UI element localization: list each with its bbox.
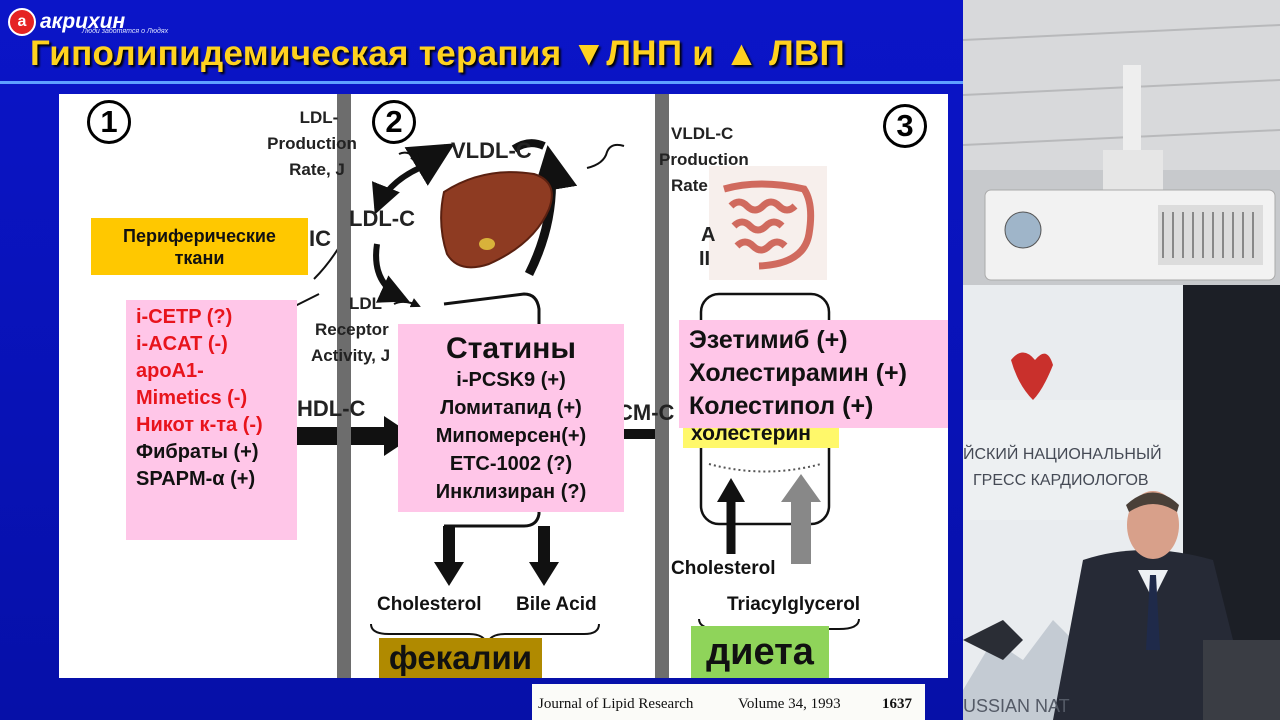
drug-lomitapide: Ломитапид (+) — [440, 397, 582, 419]
ldl-production-line-1: LDL- — [299, 108, 339, 127]
section-number-2: 2 — [372, 100, 416, 144]
conference-room-image — [963, 0, 1280, 720]
citation-page: 1637 — [882, 696, 912, 712]
vldl-label: VLDL-C — [451, 138, 532, 163]
ldl-receptor-line-2: Receptor — [315, 320, 389, 339]
drug-fibrates: Фибраты (+) — [136, 441, 259, 463]
ldl-c-label: LDL-C — [349, 206, 415, 231]
drug-inclisiran: Инклизиран (?) — [435, 481, 587, 503]
liver-illustration — [440, 171, 553, 269]
bile-acid-label: Bile Acid — [516, 594, 597, 615]
presentation-slide: а акрихин Люди заботятся о Людях Гиполип… — [0, 0, 963, 720]
drug-ezetimibe: Эзетимиб (+) — [689, 326, 848, 354]
citation-journal: Journal of Lipid Research — [538, 696, 694, 712]
cholesterol-in-label: Cholesterol — [671, 558, 776, 579]
peripheral-tissues-box: Периферические ткани — [91, 218, 308, 275]
drug-apoa1: apoA1- — [136, 360, 204, 382]
drug-mipomersen: Мипомерсен(+) — [435, 425, 587, 447]
brand-icon: а — [8, 8, 36, 36]
diagram-panel: 1 2 3 LDL- Production Rate, J VLDL-C LDL… — [59, 94, 948, 678]
ii-label: II — [699, 248, 711, 270]
left-drug-list: i-CETP (?) i-ACAT (-) apoA1- Mimetics (-… — [126, 300, 297, 540]
a-label: A — [701, 224, 716, 246]
banner-bottom-text: USSIAN NAT — [963, 696, 1070, 716]
brand-tagline: Люди заботятся о Людях — [82, 28, 169, 35]
brand-name: акрихин — [40, 10, 126, 33]
section-number-1: 1 — [87, 100, 131, 144]
drug-colestipol: Колестипол (+) — [689, 392, 874, 420]
citation-volume: Volume 34, 1993 — [738, 696, 841, 712]
ldl-receptor-line-3: Activity, J — [311, 346, 391, 365]
drug-etc1002: ETC-1002 (?) — [449, 453, 573, 475]
right-drug-list: Эзетимиб (+) Холестирамин (+) Колестипол… — [679, 320, 948, 428]
statins-title: Статины — [446, 332, 576, 365]
ldl-production-line-3: Rate, J — [289, 160, 345, 179]
ldl-production-line-2: Production — [267, 134, 357, 153]
hdl-label: HDL-C — [297, 396, 366, 421]
divider-bar-2 — [655, 94, 669, 678]
ldl-receptor-line-1: LDL — [349, 294, 383, 313]
title-divider — [0, 81, 963, 84]
banner-line-2: ГРЕСС КАРДИОЛОГОВ — [973, 472, 1149, 489]
vldl-production-line-3: Rate — [671, 176, 708, 195]
diet-box: диета — [691, 626, 829, 678]
cm-label: CM-C — [617, 400, 675, 425]
vldl-production-line-1: VLDL-C — [671, 124, 734, 143]
drug-cholestyramine: Холестирамин (+) — [689, 359, 907, 387]
cholesterol-out-label: Cholesterol — [377, 594, 482, 615]
middle-drug-list: Статины i-PCSK9 (+) Ломитапид (+) Мипоме… — [398, 324, 624, 512]
triacylglycerol-label: Triacylglycerol — [727, 594, 861, 615]
section-number-3: 3 — [883, 104, 927, 148]
slide-title: Гиполипидемическая терапия ▼ЛНП и ▲ ЛВП — [30, 34, 845, 73]
speaker-photo: ЙСКИЙ НАЦИОНАЛЬНЫЙ ГРЕСС КАРДИОЛОГОВ USS… — [963, 0, 1280, 720]
peripheral-line-2: ткани — [174, 247, 225, 268]
feces-box: фекалии — [379, 638, 542, 678]
divider-bar-1 — [337, 94, 351, 678]
vldl-production-line-2: Production — [659, 150, 749, 169]
drug-sparm: SPAPM-α (+) — [136, 468, 256, 490]
drug-mimetics: Mimetics (-) — [136, 387, 248, 409]
drug-ipcsk9: i-PCSK9 (+) — [456, 369, 566, 391]
drug-iacat: i-ACAT (-) — [136, 333, 228, 355]
drug-niacin: Никот к-та (-) — [136, 414, 263, 436]
ic-label: IC — [309, 226, 331, 251]
peripheral-line-1: Периферические — [123, 225, 276, 246]
citation-strip: Journal of Lipid Research Volume 34, 199… — [532, 684, 925, 720]
banner-line-1: ЙСКИЙ НАЦИОНАЛЬНЫЙ — [963, 446, 1162, 463]
drug-icetp: i-CETP (?) — [136, 306, 233, 328]
brand-logo: а акрихин — [8, 8, 125, 36]
